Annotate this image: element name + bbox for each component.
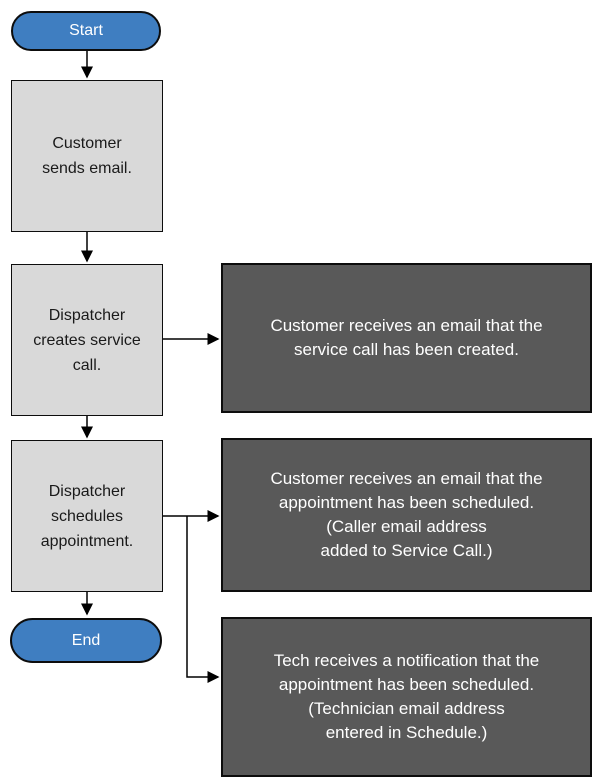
process-step-dispatcher-creates-service-call: Dispatcher creates service call. bbox=[11, 264, 163, 416]
note-service-call-created: Customer receives an email that the serv… bbox=[221, 263, 592, 413]
note-customer-appointment-scheduled: Customer receives an email that the appo… bbox=[221, 438, 592, 592]
process-step-label: Dispatcher schedules appointment. bbox=[40, 482, 134, 550]
process-step-label: Customer sends email. bbox=[42, 135, 132, 177]
end-label: End bbox=[71, 631, 101, 649]
start-label: Start bbox=[69, 22, 103, 40]
note-tech-appointment-scheduled: Tech receives a notification that the ap… bbox=[221, 617, 592, 777]
end-terminator: End bbox=[10, 618, 162, 663]
note-text: Customer receives an email that the appo… bbox=[270, 469, 543, 560]
note-text: Tech receives a notification that the ap… bbox=[273, 651, 540, 742]
process-step-dispatcher-schedules-appointment: Dispatcher schedules appointment. bbox=[11, 440, 163, 592]
note-text: Customer receives an email that the serv… bbox=[270, 316, 543, 359]
connector-step3-to-note3 bbox=[186, 516, 220, 683]
process-step-customer-sends-email: Customer sends email. bbox=[11, 80, 163, 232]
process-step-label: Dispatcher creates service call. bbox=[33, 306, 141, 374]
start-terminator: Start bbox=[11, 11, 161, 51]
